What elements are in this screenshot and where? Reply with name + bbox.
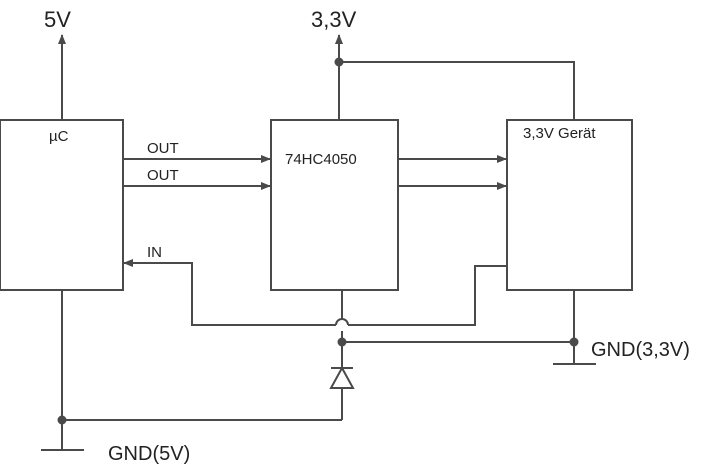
out1-label: OUT bbox=[147, 140, 179, 157]
gnd33-label: GND(3,3V) bbox=[591, 339, 690, 361]
in-wire-crossover bbox=[335, 318, 349, 326]
device-block bbox=[506, 119, 633, 291]
wire-33v-to-device bbox=[339, 61, 575, 120]
in-wire bbox=[348, 265, 507, 326]
supply-5v-label: 5V bbox=[44, 7, 71, 32]
device-label: 3,3V Gerät bbox=[523, 125, 596, 142]
buffer-label: 74HC4050 bbox=[285, 151, 357, 168]
gnd5-label: GND(5V) bbox=[108, 443, 190, 465]
out2-label: OUT bbox=[147, 167, 179, 184]
in-wire-return bbox=[123, 259, 336, 326]
junction-device-gnd bbox=[569, 337, 579, 347]
diode-triangle bbox=[329, 365, 355, 389]
buffer-block bbox=[270, 119, 399, 291]
supply-33v-label: 3,3V bbox=[311, 7, 357, 32]
uc-label: µC bbox=[49, 128, 69, 145]
in-label: IN bbox=[147, 244, 162, 261]
uc-block bbox=[0, 119, 124, 291]
